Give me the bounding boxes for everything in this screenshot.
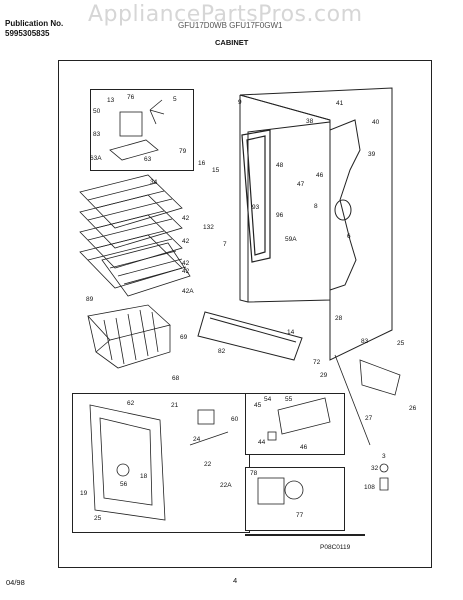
callout: 89 <box>86 296 94 303</box>
diagram-frame <box>58 60 432 568</box>
callout: 42A <box>182 288 194 295</box>
hinge-parts <box>334 354 401 491</box>
callout: 76 <box>127 94 135 101</box>
callout: 46 <box>316 172 324 179</box>
diagram-code: P08C0119 <box>320 544 351 551</box>
inset-light-assembly <box>72 393 250 533</box>
callout: 44 <box>258 439 266 446</box>
cabinet-body <box>239 87 393 361</box>
callout: 6 <box>347 233 351 240</box>
control-parts <box>257 477 304 505</box>
callout: 3 <box>382 453 386 460</box>
door-gasket <box>241 129 271 263</box>
callout: 77 <box>296 512 304 519</box>
callout: 69 <box>180 334 188 341</box>
callout: 46 <box>300 444 308 451</box>
callout: 60 <box>231 416 239 423</box>
callout: 27 <box>365 415 373 422</box>
callout: 62 <box>127 400 135 407</box>
callout: 28 <box>335 315 343 322</box>
callout: 29 <box>320 372 328 379</box>
callout: 41 <box>336 100 344 107</box>
callout: 83 <box>361 338 369 345</box>
callout: 24 <box>193 436 201 443</box>
callout: 25 <box>397 340 405 347</box>
switch-housing-parts <box>267 397 331 441</box>
footer-date: 04/98 <box>6 578 25 587</box>
callout: 19 <box>80 490 88 497</box>
callout: 42 <box>182 260 190 267</box>
callout: 9 <box>238 99 242 106</box>
publication-number: 5995305835 <box>5 29 50 38</box>
model-numbers: GFU17D0WB GFU17F0GW1 <box>178 21 283 30</box>
inset-switch-housing <box>245 393 345 455</box>
callout: 93 <box>252 204 260 211</box>
publication-label: Publication No. <box>5 19 64 28</box>
callout: 83 <box>93 131 101 138</box>
callout: 96 <box>276 212 284 219</box>
callout: 68 <box>172 375 180 382</box>
callout: 72 <box>313 359 321 366</box>
callout: 108 <box>364 484 375 491</box>
callout: 32 <box>371 465 379 472</box>
callout: 21 <box>171 402 179 409</box>
kickplate <box>197 311 303 361</box>
callout: 25 <box>94 515 102 522</box>
callout: 63 <box>144 156 152 163</box>
callout-labels: 13 76 5 50 83 63A 63 79 9 41 38 40 48 39… <box>80 94 417 551</box>
callout: 8 <box>314 203 318 210</box>
callout: 47 <box>297 181 305 188</box>
callout: 5 <box>173 96 177 103</box>
callout: 34 <box>150 179 158 186</box>
callout: 7 <box>223 241 227 248</box>
callout: 82 <box>218 348 226 355</box>
section-title: CABINET <box>215 38 249 47</box>
footer-page-number: 4 <box>233 576 238 585</box>
callout: 48 <box>276 162 284 169</box>
callout: 63A <box>90 155 102 162</box>
watermark: AppliancePartsPros.com <box>88 2 363 27</box>
inset-divider <box>245 534 365 536</box>
callout: 40 <box>372 119 380 126</box>
light-assembly-parts <box>89 404 229 521</box>
callout: 39 <box>368 151 376 158</box>
basket <box>87 304 171 369</box>
callout: 22 <box>204 461 212 468</box>
callout: 56 <box>120 481 128 488</box>
callout: 18 <box>140 473 148 480</box>
callout: 14 <box>287 329 295 336</box>
callout: 13 <box>107 97 115 104</box>
callout: 26 <box>409 405 417 412</box>
callout: 79 <box>179 148 187 155</box>
callout: 16 <box>198 160 206 167</box>
callout: 54 <box>264 396 272 403</box>
callout: 22A <box>220 482 232 489</box>
callout: 55 <box>285 396 293 403</box>
wire-shelves <box>79 174 191 297</box>
callout: 59A <box>285 236 297 243</box>
callout: 42 <box>182 215 190 222</box>
callout: 132 <box>203 224 214 231</box>
callout: 42 <box>182 268 190 275</box>
callout: 78 <box>250 470 258 477</box>
fan-motor-parts <box>109 99 165 161</box>
callout: 38 <box>306 118 314 125</box>
callout: 15 <box>212 167 220 174</box>
callout: 50 <box>93 108 101 115</box>
callout: 42 <box>182 238 190 245</box>
callout: 45 <box>254 402 262 409</box>
